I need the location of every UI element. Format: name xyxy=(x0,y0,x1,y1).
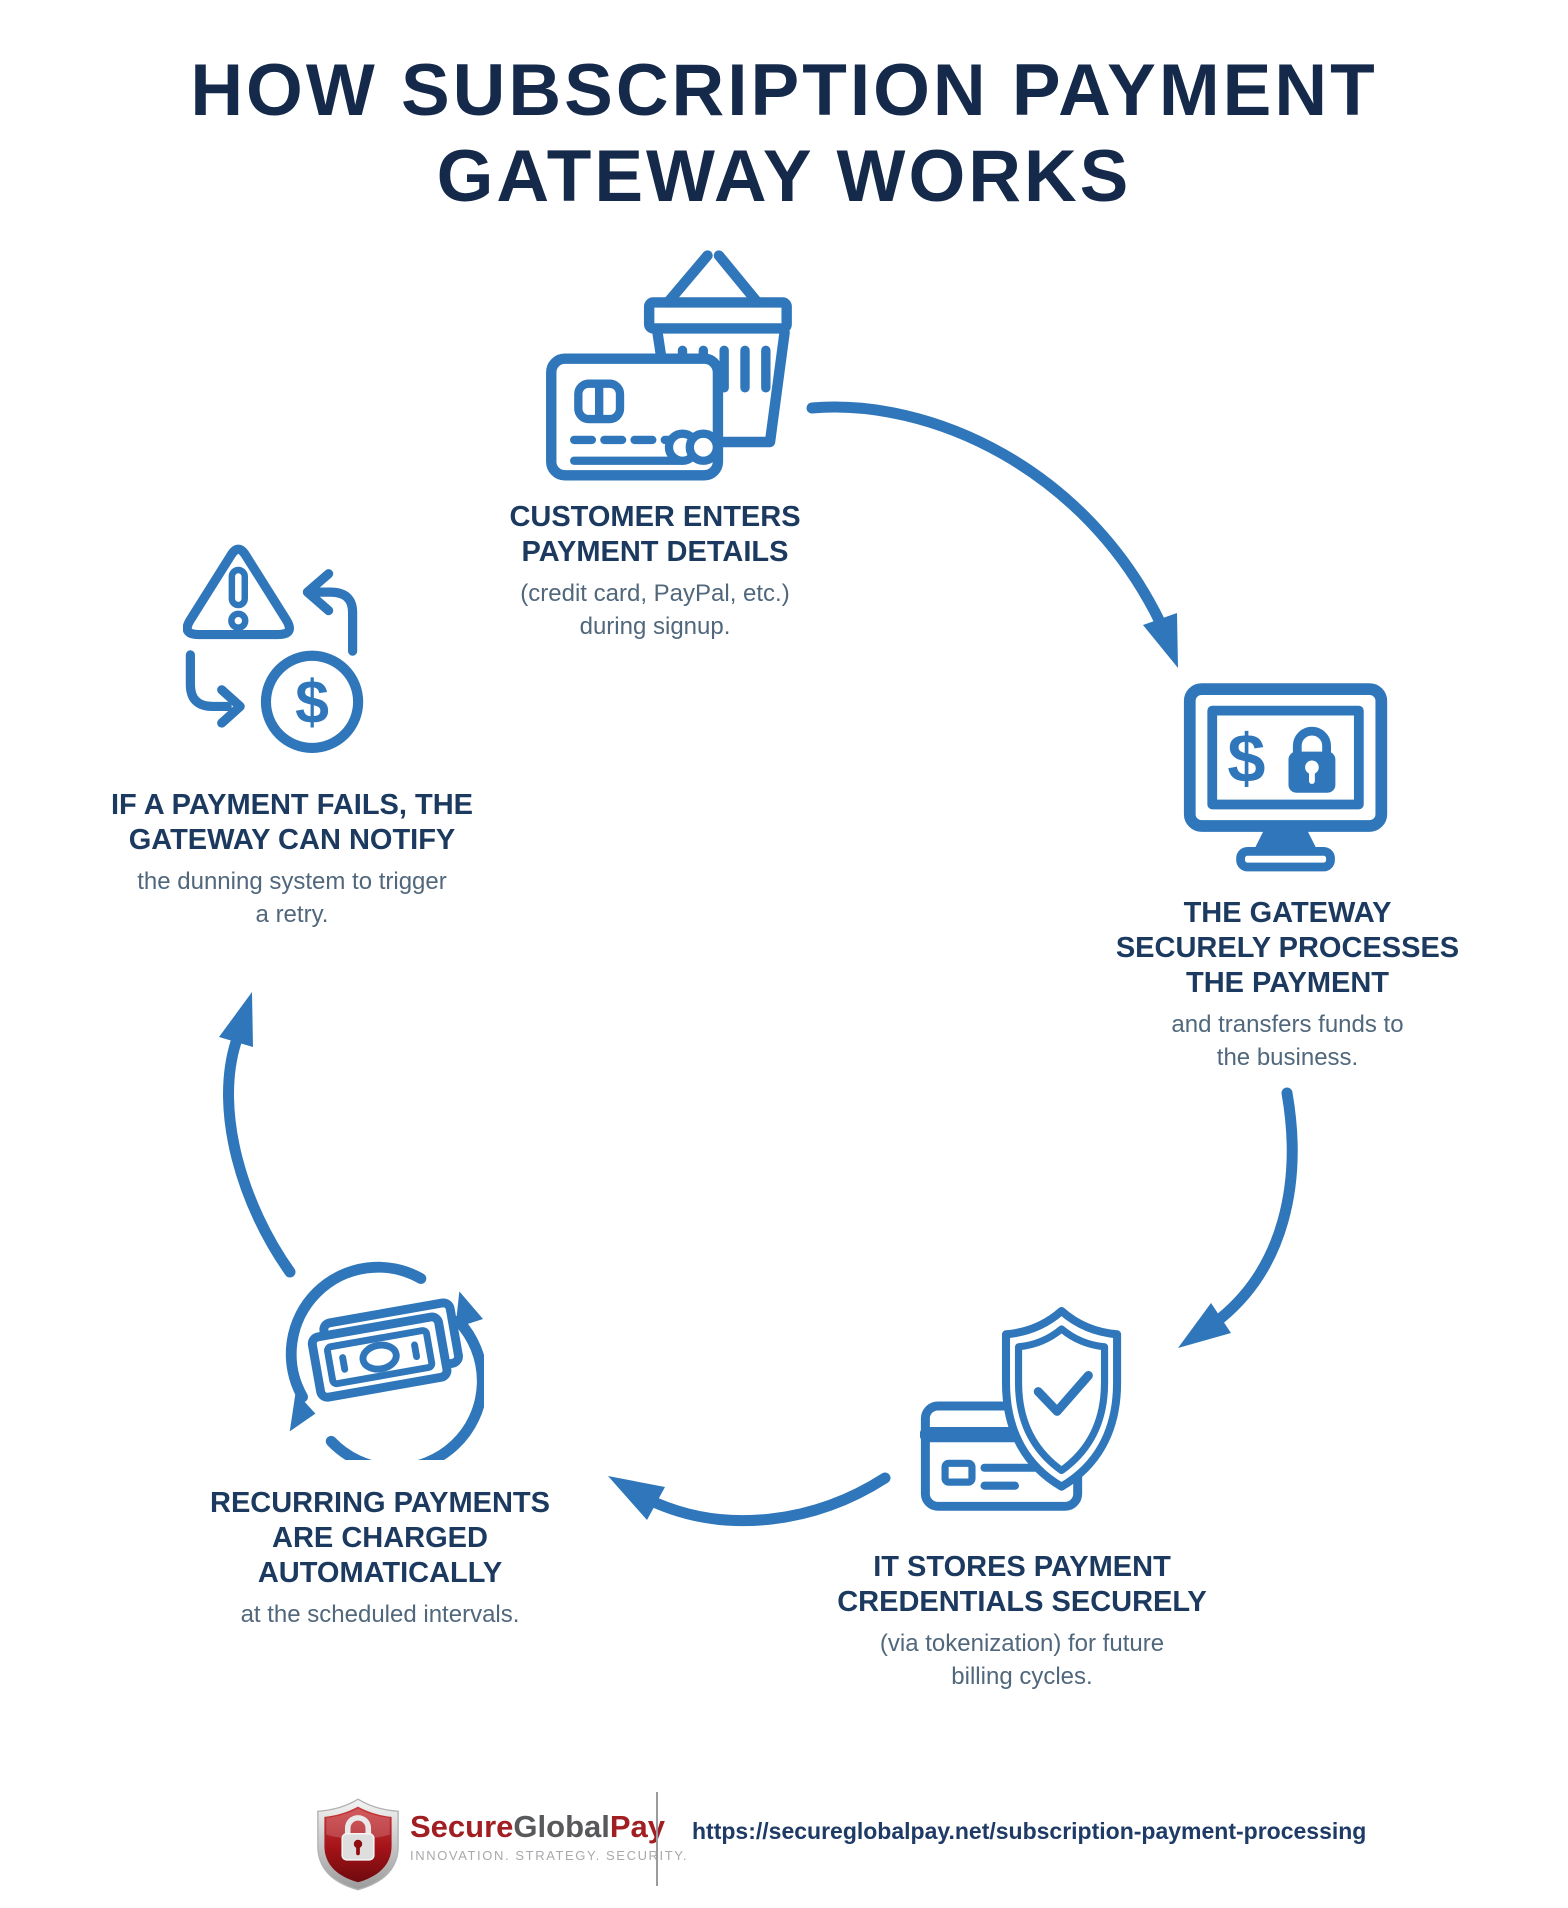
brand-pay: Pay xyxy=(609,1809,666,1844)
step2-detail: and transfers funds to the business. xyxy=(1171,1011,1404,1071)
step5-heading: IF A PAYMENT FAILS, THE GATEWAY CAN NOTI… xyxy=(111,789,473,856)
dollar-glyph: $ xyxy=(295,668,329,736)
step1-heading: CUSTOMER ENTERS PAYMENT DETAILS xyxy=(509,501,801,568)
arrow-step4-to-step5 xyxy=(223,1036,296,1278)
page-title-line2: GATEWAY WORKS xyxy=(436,136,1132,217)
step1-detail: (credit card, PayPal, etc.) during signu… xyxy=(520,580,790,640)
basket-credit-card-icon xyxy=(545,242,795,492)
shield-lock-logo xyxy=(316,1796,400,1892)
step2-heading: THE GATEWAY SECURELY PROCESSES THE PAYME… xyxy=(1115,897,1460,999)
warning-retry-dollar-icon: $ xyxy=(183,538,395,756)
arrowhead-step3 xyxy=(1178,1303,1231,1348)
step-stores-payment-credentials: IT STORES PAYMENT CREDENTIALS SECURELY (… xyxy=(797,1550,1247,1693)
step5-detail: the dunning system to trigger a retry. xyxy=(137,868,447,928)
shield-credit-card-icon xyxy=(920,1300,1135,1520)
page-title: HOW SUBSCRIPTION PAYMENT GATEWAY WORKS xyxy=(0,48,1568,220)
footer-url: https://secureglobalpay.net/subscription… xyxy=(692,1818,1367,1844)
step-customer-enters-payment-details: CUSTOMER ENTERS PAYMENT DETAILS (credit … xyxy=(430,500,880,643)
brand-tagline: INNOVATION. STRATEGY. SECURITY. xyxy=(410,1848,689,1863)
monitor-dollar-lock-icon: $ xyxy=(1180,683,1395,879)
arrowhead-step2 xyxy=(1143,613,1178,668)
step3-detail: (via tokenization) for future billing cy… xyxy=(879,1630,1165,1690)
money-cycle-icon xyxy=(272,1248,484,1460)
arrowhead-step4 xyxy=(608,1476,665,1520)
footer-divider xyxy=(656,1792,658,1886)
step-payment-fails-gateway-notifies: IF A PAYMENT FAILS, THE GATEWAY CAN NOTI… xyxy=(67,788,517,931)
step4-detail: at the scheduled intervals. xyxy=(240,1601,520,1628)
step-recurring-payments-charged: RECURRING PAYMENTS ARE CHARGED AUTOMATIC… xyxy=(155,1486,605,1631)
brand-secure: Secure xyxy=(410,1809,514,1844)
brand-global: Global xyxy=(513,1809,610,1844)
page-title-line1: HOW SUBSCRIPTION PAYMENT xyxy=(190,50,1378,131)
step-gateway-processes-payment: THE GATEWAY SECURELY PROCESSES THE PAYME… xyxy=(1065,896,1510,1074)
step3-heading: IT STORES PAYMENT CREDENTIALS SECURELY xyxy=(837,1551,1207,1618)
brand-wordmark: SecureGlobalPay INNOVATION. STRATEGY. SE… xyxy=(410,1809,689,1864)
arrow-step3-to-step4 xyxy=(650,1472,891,1527)
step4-heading: RECURRING PAYMENTS ARE CHARGED AUTOMATIC… xyxy=(210,1487,550,1589)
arrow-step2-to-step3 xyxy=(1215,1087,1298,1324)
dollar-glyph: $ xyxy=(1227,721,1265,797)
arrowhead-step5 xyxy=(219,992,253,1047)
